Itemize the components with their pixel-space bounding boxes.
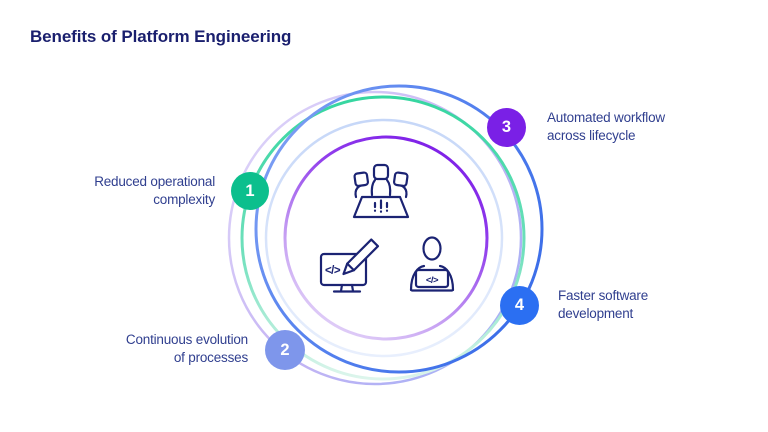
code-glyph: </> (426, 275, 439, 286)
ring-purple (283, 135, 489, 341)
badge-4-number: 4 (514, 296, 525, 314)
ring-teal (240, 95, 526, 381)
page-title: Benefits of Platform Engineering (30, 27, 292, 46)
benefit-label-2: Continuous evolution of processes (125, 332, 248, 365)
benefit-label-4: Faster software development (558, 288, 649, 321)
ring-lightblue (264, 118, 504, 358)
developer-laptop-icon: </> (409, 236, 455, 292)
team-meeting-icon (352, 163, 410, 219)
ring-lavender (227, 90, 523, 386)
benefit-label-3: Automated workflow across lifecycle (547, 110, 665, 143)
badge-2: 2 (265, 330, 305, 370)
code-glyph: </> (325, 265, 341, 277)
benefit-label-1: Reduced operational complexity (94, 174, 215, 207)
badge-1-number: 1 (245, 181, 255, 200)
badge-3: 3 (487, 108, 526, 147)
badge-3-number: 3 (501, 118, 512, 136)
badge-2-number: 2 (280, 340, 290, 359)
ring-blue (254, 84, 544, 374)
badge-4: 4 (500, 286, 539, 325)
code-editing-icon: </> (319, 238, 380, 293)
badge-1: 1 (231, 172, 269, 210)
